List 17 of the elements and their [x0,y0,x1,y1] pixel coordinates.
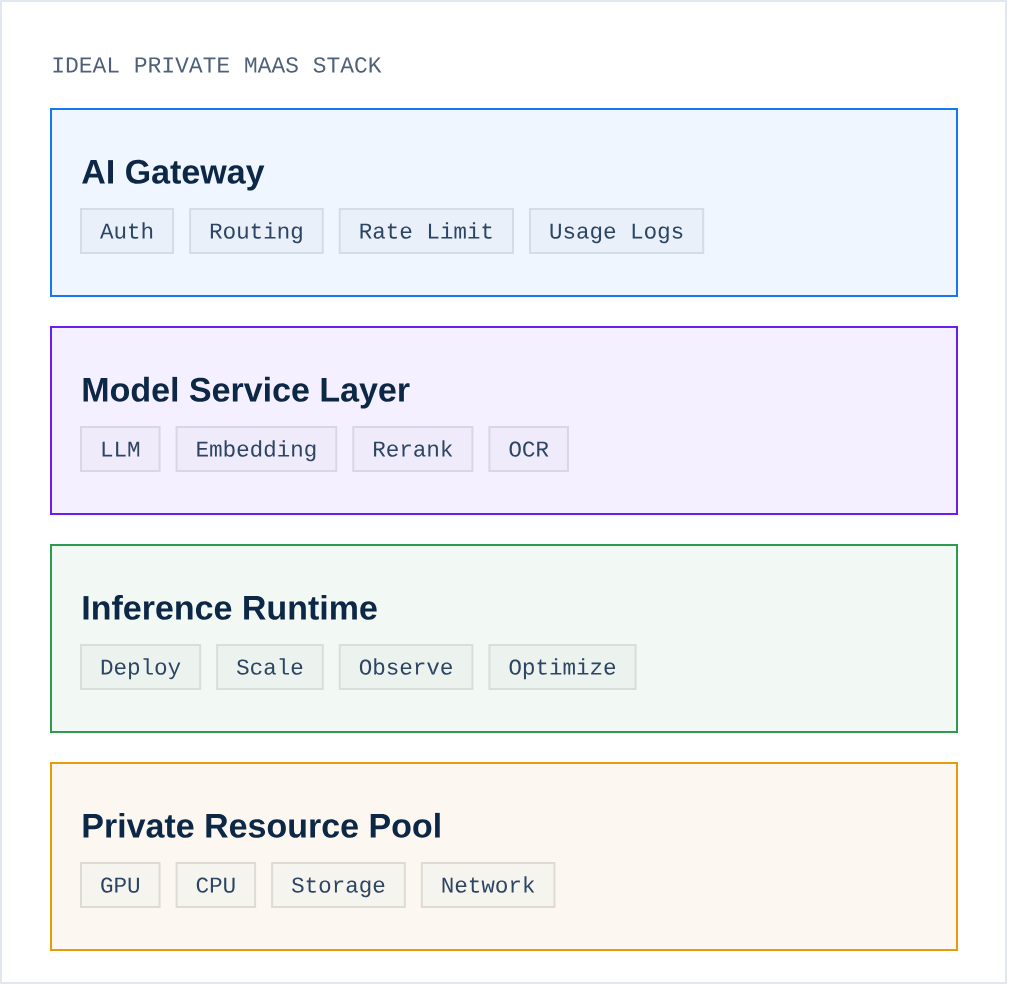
tag-chip: Embedding [175,426,338,472]
tag-chip: Usage Logs [528,208,705,254]
tag-chip: Rate Limit [338,208,514,254]
tag-chip: Storage [271,862,406,908]
tag-chip: Auth [80,208,175,254]
tag-chip: LLM [80,426,161,472]
tag-chip: Observe [338,644,474,690]
tag-chip: Routing [189,208,324,254]
tag-chip: Deploy [80,644,202,690]
tag-chip: GPU [80,862,161,908]
tag-chip: Scale [216,644,324,690]
tag-chip: Rerank [352,426,474,472]
tag-chip: CPU [175,862,257,908]
tag-chip: Network [420,862,556,908]
tag-chip: Optimize [488,644,637,690]
diagram-title: IDEAL PRIVATE MAAS STACK [53,57,382,73]
tag-chip: OCR [488,426,569,472]
